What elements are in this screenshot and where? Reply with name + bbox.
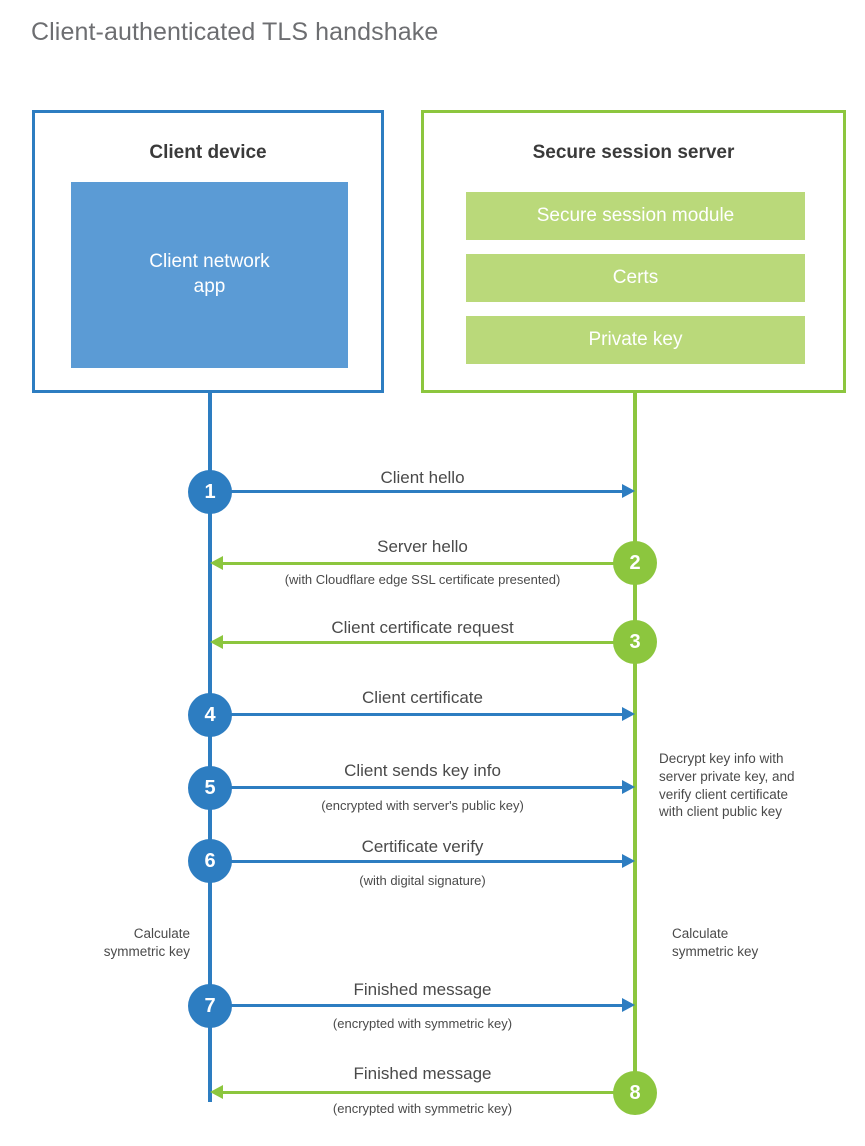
step-3-label: Client certificate request xyxy=(331,618,514,637)
step-7-badge[interactable]: 7 xyxy=(188,984,232,1028)
client-device-title: Client device xyxy=(149,142,267,163)
step-3-arrow-head xyxy=(210,635,223,649)
server-decrypt-note: Decrypt key info with server private key… xyxy=(659,751,795,820)
step-2-badge[interactable]: 2 xyxy=(613,541,657,585)
server-module-secure-session: Secure session module xyxy=(466,192,805,240)
step-5-badge[interactable]: 5 xyxy=(188,766,232,810)
step-1-label: Client hello xyxy=(380,468,465,487)
client-device-box: Client device Client network app xyxy=(32,110,384,393)
step-5-arrow-head xyxy=(622,780,635,794)
step-4-badge[interactable]: 4 xyxy=(188,693,232,737)
step-1-badge[interactable]: 1 xyxy=(188,470,232,514)
step-6-arrow-line xyxy=(210,860,622,863)
step-8-arrow-head xyxy=(210,1085,223,1099)
step-4-arrow-line xyxy=(210,713,622,716)
client-lifeline xyxy=(208,393,212,1102)
step-2-arrow-head xyxy=(210,556,223,570)
step-1-arrow-line xyxy=(210,490,622,493)
step-6-label: Certificate verify xyxy=(361,837,484,856)
step-7-arrow-head xyxy=(622,998,635,1012)
step-4-label: Client certificate xyxy=(362,688,483,707)
step-1-arrow-head xyxy=(622,484,635,498)
step-8-sublabel: (encrypted with symmetric key) xyxy=(332,1101,513,1116)
step-5-arrow-line xyxy=(210,786,622,789)
step-6-sublabel: (with digital signature) xyxy=(359,873,486,888)
secure-session-server-title: Secure session server xyxy=(532,142,735,163)
step-7-sublabel: (encrypted with symmetric key) xyxy=(332,1016,513,1031)
secure-session-server-box: Secure session server Secure session mod… xyxy=(421,110,846,393)
step-2-sublabel: (with Cloudflare edge SSL certificate pr… xyxy=(284,572,561,587)
step-7-arrow-line xyxy=(210,1004,622,1007)
step-7-label: Finished message xyxy=(353,980,492,999)
step-4-arrow-head xyxy=(622,707,635,721)
client-network-app-block: Client network app xyxy=(71,182,348,368)
page-title: Client-authenticated TLS handshake xyxy=(31,18,439,46)
step-6-badge[interactable]: 6 xyxy=(188,839,232,883)
step-8-label: Finished message xyxy=(353,1064,492,1083)
server-module-list: Secure session module Certs Private key xyxy=(466,192,805,378)
server-module-private-key: Private key xyxy=(466,316,805,364)
step-6-arrow-head xyxy=(622,854,635,868)
step-5-sublabel: (encrypted with server's public key) xyxy=(321,798,524,813)
client-calculate-symmetric-key-note: Calculate symmetric key xyxy=(103,926,190,959)
step-2-label: Server hello xyxy=(377,537,468,556)
step-5-label: Client sends key info xyxy=(344,761,501,780)
step-3-arrow-line xyxy=(223,641,635,644)
step-8-badge[interactable]: 8 xyxy=(613,1071,657,1115)
step-3-badge[interactable]: 3 xyxy=(613,620,657,664)
step-2-arrow-line xyxy=(223,562,635,565)
server-module-certs: Certs xyxy=(466,254,805,302)
server-calculate-symmetric-key-note: Calculate symmetric key xyxy=(672,926,759,959)
server-lifeline xyxy=(633,393,637,1093)
step-8-arrow-line xyxy=(223,1091,635,1094)
